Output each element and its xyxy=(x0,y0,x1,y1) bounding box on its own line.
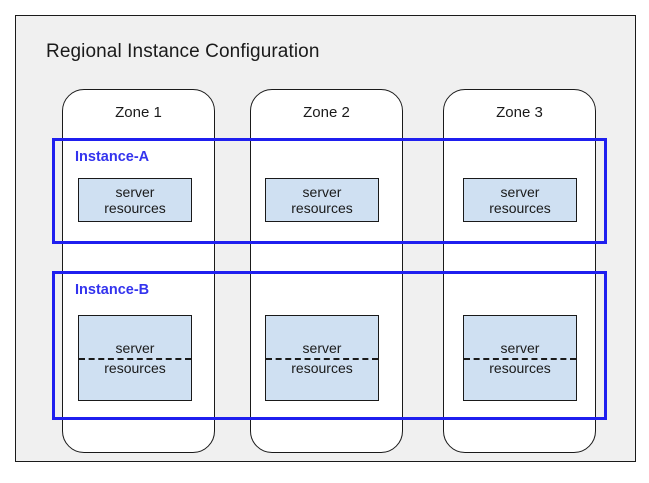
server-resources-line-1: server xyxy=(302,339,342,356)
region-frame: Regional Instance Configuration Zone 1 Z… xyxy=(15,15,636,462)
server-resources-line-2: resources xyxy=(104,200,166,216)
server-resources-box-b1[interactable]: server resources xyxy=(78,315,192,401)
dashed-divider xyxy=(79,358,191,360)
server-resources-box-a1[interactable]: server resources xyxy=(78,178,192,222)
dashed-divider xyxy=(266,358,378,360)
server-resources-line-2: resources xyxy=(489,200,551,216)
server-resources-line-2: resources xyxy=(291,360,353,376)
dashed-divider xyxy=(464,358,576,360)
zone-label-3: Zone 3 xyxy=(496,104,543,121)
server-resources-line-1: server xyxy=(500,183,540,200)
server-resources-line-2: resources xyxy=(291,200,353,216)
zone-label-2: Zone 2 xyxy=(303,104,350,121)
zone-label-1: Zone 1 xyxy=(115,104,162,121)
server-resources-line-1: server xyxy=(302,183,342,200)
server-resources-line-1: server xyxy=(115,183,155,200)
server-resources-box-a3[interactable]: server resources xyxy=(463,178,577,222)
server-resources-box-a2[interactable]: server resources xyxy=(265,178,379,222)
server-resources-line-1: server xyxy=(115,339,155,356)
server-resources-box-b3[interactable]: server resources xyxy=(463,315,577,401)
diagram-title: Regional Instance Configuration xyxy=(46,41,320,62)
server-resources-line-1: server xyxy=(500,339,540,356)
server-resources-line-2: resources xyxy=(104,360,166,376)
server-resources-line-2: resources xyxy=(489,360,551,376)
server-resources-box-b2[interactable]: server resources xyxy=(265,315,379,401)
